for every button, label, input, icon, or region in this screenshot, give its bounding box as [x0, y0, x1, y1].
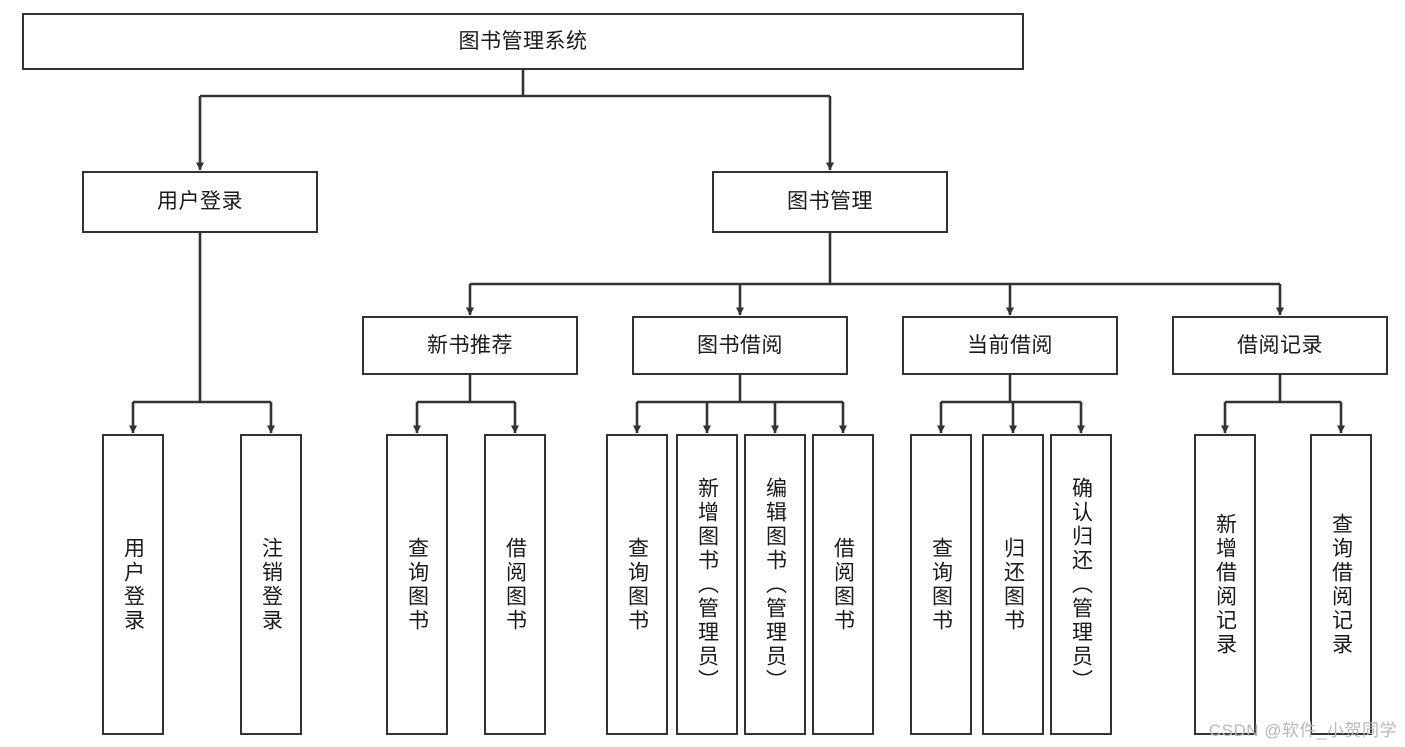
node-label: 查询图书 [625, 536, 649, 633]
node-label: 图书管理 [787, 190, 873, 214]
node-leaf-logout[interactable]: 注销登录 [240, 434, 302, 735]
node-leaf-query-book-2[interactable]: 查询图书 [606, 434, 668, 735]
node-leaf-query-book-3[interactable]: 查询图书 [910, 434, 972, 735]
node-user-login[interactable]: 用户登录 [82, 171, 318, 233]
node-label: 当前借阅 [967, 333, 1053, 357]
node-leaf-user-login[interactable]: 用户登录 [102, 434, 164, 735]
node-book-borrow[interactable]: 图书借阅 [632, 316, 848, 375]
node-label: 借阅记录 [1237, 333, 1323, 357]
node-label: 图书管理系统 [458, 29, 588, 53]
node-label: 用户登录 [121, 536, 145, 633]
node-leaf-borrow-book-1[interactable]: 借阅图书 [484, 434, 546, 735]
node-leaf-edit-book[interactable]: 编辑图书（管理员） [744, 434, 806, 735]
node-label: 用户登录 [157, 190, 243, 214]
node-label: 注销登录 [259, 536, 283, 633]
node-borrow-record[interactable]: 借阅记录 [1172, 316, 1388, 375]
node-label: 查询图书 [929, 536, 953, 633]
node-label: 借阅图书 [503, 536, 527, 633]
node-leaf-borrow-book-2[interactable]: 借阅图书 [812, 434, 874, 735]
node-label: 编辑图书（管理员） [763, 476, 787, 693]
node-label: 查询借阅记录 [1329, 512, 1353, 657]
node-current-borrow[interactable]: 当前借阅 [902, 316, 1118, 375]
node-label: 图书借阅 [697, 333, 783, 357]
node-book-manage[interactable]: 图书管理 [712, 171, 948, 233]
node-leaf-query-record[interactable]: 查询借阅记录 [1310, 434, 1372, 735]
node-label: 借阅图书 [831, 536, 855, 633]
csdn-watermark: CSDN @软件_小贺同学 [1208, 721, 1397, 740]
node-label: 查询图书 [405, 536, 429, 633]
node-leaf-add-record[interactable]: 新增借阅记录 [1194, 434, 1256, 735]
node-label: 新增图书（管理员） [695, 476, 719, 693]
node-leaf-return-book[interactable]: 归还图书 [982, 434, 1044, 735]
node-label: 归还图书 [1001, 536, 1025, 633]
node-root[interactable]: 图书管理系统 [22, 13, 1024, 70]
node-new-book-recommend[interactable]: 新书推荐 [362, 316, 578, 375]
node-label: 新增借阅记录 [1213, 512, 1237, 657]
node-leaf-add-book[interactable]: 新增图书（管理员） [676, 434, 738, 735]
node-label: 新书推荐 [427, 333, 513, 357]
node-leaf-confirm-return[interactable]: 确认归还（管理员） [1050, 434, 1112, 735]
node-leaf-query-book-1[interactable]: 查询图书 [386, 434, 448, 735]
node-label: 确认归还（管理员） [1069, 476, 1093, 693]
